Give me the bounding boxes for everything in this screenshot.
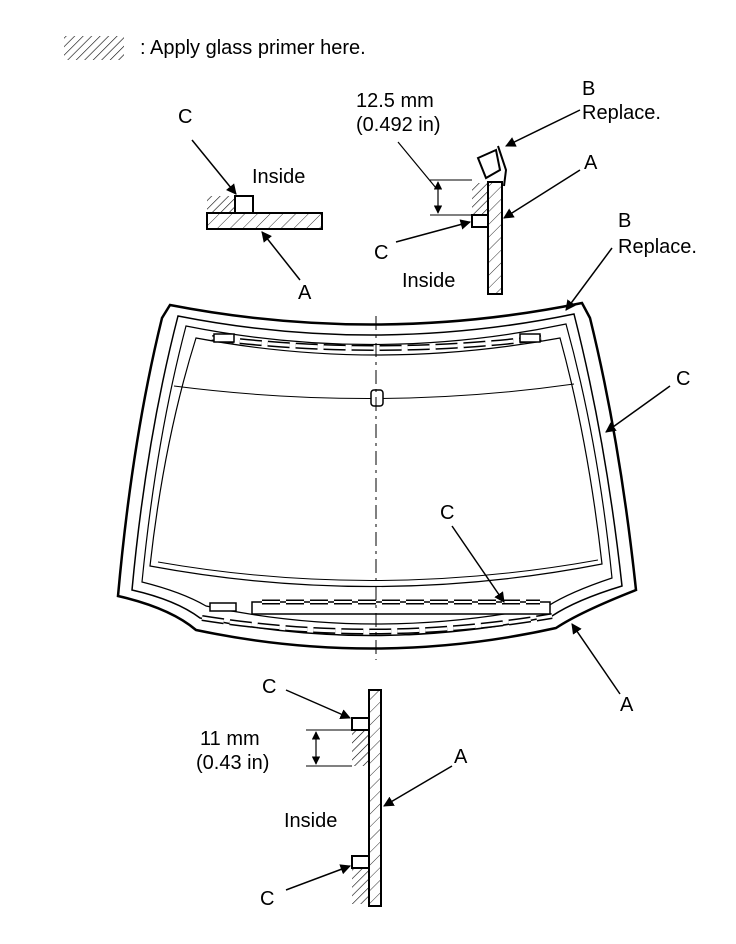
label-a-top-right: A xyxy=(584,152,598,174)
label-a-bottom: A xyxy=(454,746,468,768)
label-inside-bottom: Inside xyxy=(284,810,338,832)
dimension-bottom-in: (0.43 in) xyxy=(196,752,270,774)
dimension-top-mm: 12.5 mm xyxy=(356,90,434,112)
label-replace-windshield: Replace. xyxy=(618,236,697,258)
label-a-top-left: A xyxy=(298,282,312,304)
label-c-bottom-upper: C xyxy=(262,676,277,698)
label-c-bottom-lower: C xyxy=(260,888,275,910)
top-right-section-detail xyxy=(395,109,581,295)
label-c-top-right: C xyxy=(374,242,389,264)
dimension-top-in: (0.492 in) xyxy=(356,114,441,136)
label-a-windshield: A xyxy=(620,694,634,716)
windshield-glass xyxy=(116,247,671,695)
label-c-windshield-bottom: C xyxy=(440,502,455,524)
top-left-section-detail xyxy=(191,139,323,281)
label-replace-top: Replace. xyxy=(582,102,661,124)
dimension-bottom-mm: 11 mm xyxy=(200,728,260,750)
bottom-section-detail xyxy=(285,689,453,907)
label-inside-top-right: Inside xyxy=(402,270,456,292)
legend-text: : Apply glass primer here. xyxy=(140,37,366,59)
label-c-top-left: C xyxy=(178,106,193,128)
label-c-windshield-right: C xyxy=(676,368,691,390)
label-b-top: B xyxy=(582,78,596,100)
hatch-swatch-icon xyxy=(64,36,124,60)
label-inside-top-left: Inside xyxy=(252,166,306,188)
label-b-windshield: B xyxy=(618,210,632,232)
